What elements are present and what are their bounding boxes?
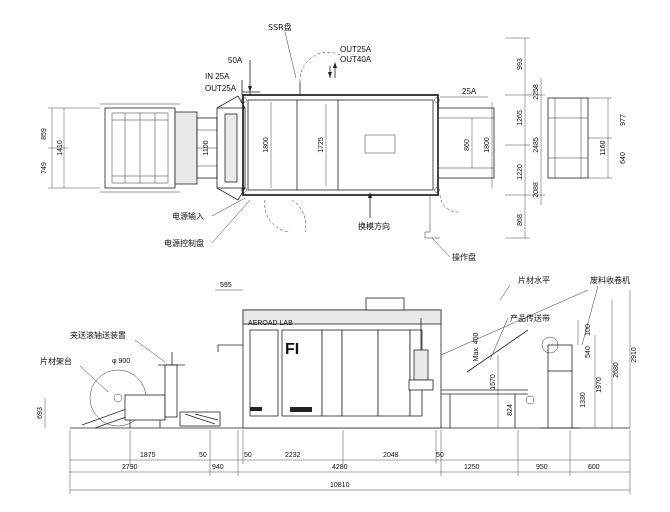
roll-diameter-label: φ 900	[112, 358, 130, 365]
dim-1100: 1100	[203, 140, 210, 155]
power-input-label: 电源输入	[172, 211, 204, 221]
dim-1570: 1570	[490, 374, 497, 390]
dim-640: 640	[620, 152, 627, 164]
model-label: FI	[285, 341, 299, 358]
bottom-row2-600: 600	[588, 464, 600, 471]
elev-sheet-stand	[81, 369, 166, 429]
dim-1220: 1220	[517, 164, 524, 180]
dim-1725: 1725	[318, 137, 325, 153]
dim-993: 993	[517, 58, 524, 70]
dim-2485: 2485	[533, 137, 540, 153]
dim-693: 693	[37, 407, 44, 419]
scrap-winder-label: 废料收卷机	[590, 275, 630, 285]
dim-2088: 2088	[533, 182, 540, 198]
product-conveyor-label: 产品传送带	[510, 313, 550, 323]
in-50a-label: 50A	[228, 56, 243, 65]
bottom-row2-940: 940	[212, 464, 224, 471]
bottom-row1-2232: 2232	[285, 452, 301, 459]
plan-door-arc-top	[299, 52, 341, 83]
in-25a-label: IN 25A	[205, 72, 230, 81]
total-length: 10810	[330, 482, 350, 489]
dim-595: 595	[220, 282, 232, 289]
dim-540: 540	[585, 346, 592, 358]
dim-824: 824	[507, 404, 514, 416]
dim-868: 868	[517, 214, 524, 226]
feed-chain-label: 夹送滚轴送装置	[70, 330, 126, 340]
bottom-row1-50c: 50	[436, 452, 444, 459]
out-25a-left-label: OUT25A	[205, 84, 237, 93]
brand-label: AEROAD LAB	[248, 320, 293, 327]
dim-749: 749	[41, 162, 48, 174]
power-control-panel-label: 电源控制盘	[164, 238, 204, 248]
bottom-row2-1250: 1250	[464, 464, 480, 471]
operation-panel-label: 操作盘	[452, 252, 476, 262]
bottom-row1-50a: 50	[199, 452, 207, 459]
elev-main-body: AEROAD LAB FI	[242, 297, 442, 429]
bottom-row2-4280: 4280	[332, 464, 348, 471]
plan-sheet-stand	[100, 103, 218, 193]
elevation-view: AEROAD LAB FI 片材水平 废料收卷机 产品传送带 夹送滚轴送装置 片…	[37, 275, 638, 494]
dim-1800-left: 1800	[263, 137, 270, 153]
elev-conveyor	[440, 289, 589, 429]
dim-2910: 2910	[631, 347, 638, 363]
dim-2258: 2258	[533, 84, 540, 100]
ssr-panel-label: SSR盘	[268, 22, 292, 32]
bottom-row1-1875: 1875	[140, 452, 156, 459]
dim-1265: 1265	[517, 110, 524, 126]
dim-2680: 2680	[613, 362, 620, 378]
plan-door-arc-bottom	[264, 199, 291, 233]
bottom-row2-2790: 2790	[122, 464, 138, 471]
elev-feed-chain	[158, 344, 245, 427]
max-400-label: Max. 400	[473, 332, 480, 361]
dim-1800-right: 1800	[484, 137, 491, 153]
dim-1160: 1160	[600, 140, 607, 155]
out-25a-label: OUT25A	[340, 45, 372, 54]
bottom-row2-950: 950	[536, 464, 548, 471]
dim-100: 100	[585, 324, 592, 336]
plan-output-unit	[437, 97, 589, 179]
plan-feed-unit	[216, 95, 246, 201]
bottom-row1-2048: 2048	[383, 452, 399, 459]
dim-977: 977	[620, 114, 627, 126]
dim-1970: 1970	[596, 377, 603, 393]
dim-859: 859	[41, 128, 48, 140]
right-25a-label: 25A	[462, 87, 477, 96]
sheet-level-label: 片材水平	[518, 275, 550, 285]
sheet-stand-label: 片材架台	[40, 356, 72, 366]
dim-1330: 1330	[580, 392, 587, 408]
plan-view: SSR盘 OUT25A OUT40A 50A IN 25A OUT25A 25A…	[41, 22, 627, 262]
bottom-row1-50b: 50	[244, 452, 252, 459]
dim-860: 860	[464, 139, 471, 151]
dim-1410: 1410	[57, 140, 64, 156]
out-40a-label: OUT40A	[340, 55, 372, 64]
mold-change-direction-label: 换模方向	[358, 221, 390, 231]
